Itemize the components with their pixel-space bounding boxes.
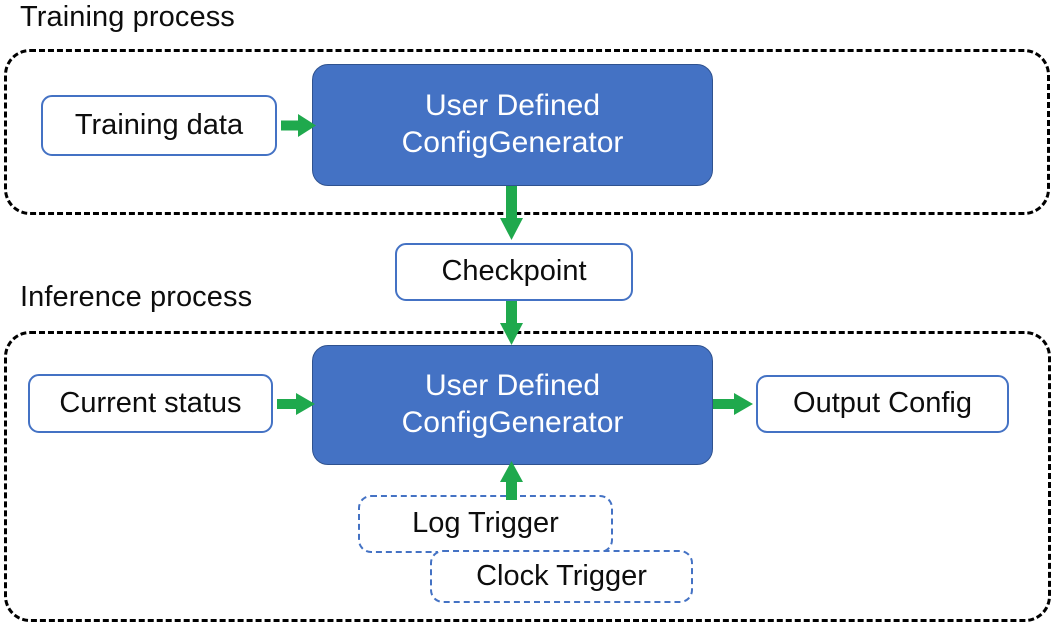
node-generator-training-line2: ConfigGenerator [401, 126, 624, 159]
group-container-inference-process [4, 331, 1051, 622]
node-user-defined-configgenerator-training[interactable]: User Defined ConfigGenerator [312, 64, 713, 186]
node-current-status[interactable]: Current status [28, 374, 273, 433]
node-clock-trigger-label: Clock Trigger [476, 559, 647, 592]
node-clock-trigger[interactable]: Clock Trigger [430, 550, 693, 603]
node-generator-inference-line2: ConfigGenerator [401, 406, 624, 439]
node-training-data-label: Training data [74, 108, 244, 141]
node-generator-training-line1: User Defined [424, 89, 601, 123]
node-training-data[interactable]: Training data [41, 95, 277, 156]
node-generator-inference-line1: User Defined [424, 369, 601, 403]
node-checkpoint-label: Checkpoint [441, 255, 587, 288]
group-container-training-process [4, 49, 1050, 215]
node-current-status-label: Current status [59, 386, 242, 419]
node-log-trigger[interactable]: Log Trigger [358, 495, 613, 553]
node-output-config-label: Output Config [793, 387, 972, 420]
section-label-inference: Inference process [20, 281, 253, 313]
node-checkpoint[interactable]: Checkpoint [395, 243, 633, 301]
section-label-training: Training process [20, 1, 235, 33]
node-user-defined-configgenerator-inference[interactable]: User Defined ConfigGenerator [312, 345, 713, 465]
node-output-config[interactable]: Output Config [756, 375, 1009, 433]
node-log-trigger-label: Log Trigger [412, 507, 559, 540]
